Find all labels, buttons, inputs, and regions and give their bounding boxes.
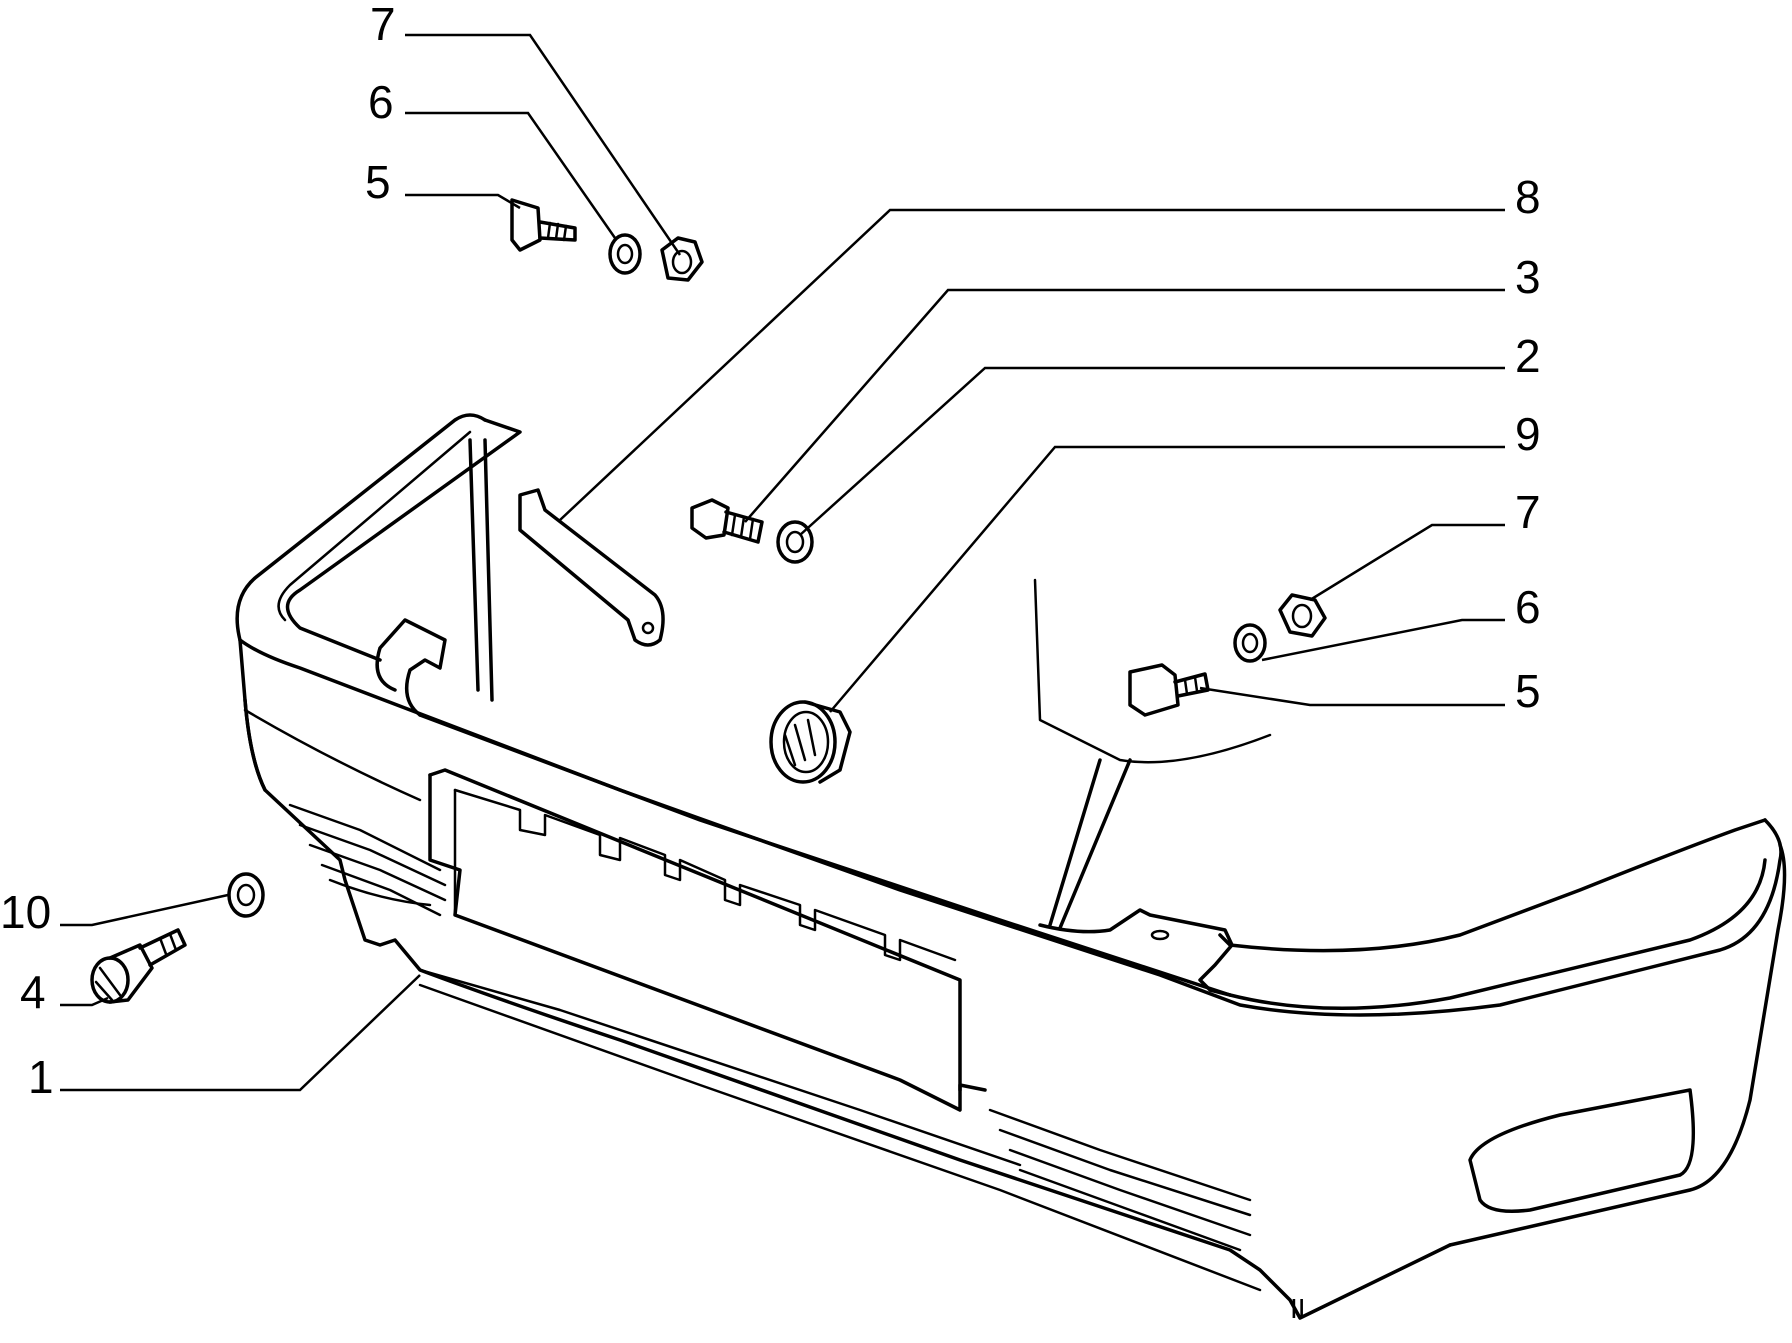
washer-right [1233,623,1267,663]
callout-3: 3 [1515,251,1541,303]
grommet-plug [769,700,852,784]
callout-2: 2 [1515,330,1541,382]
bracket-part [518,488,665,647]
callout-5-right: 5 [1515,665,1541,717]
washer-left [227,872,265,918]
leader-lines [60,33,1505,1092]
part-mark: II [1290,1293,1306,1324]
callout-5-top: 5 [365,156,391,208]
square-head-bolt-right [1128,663,1210,717]
callout-7-top: 7 [370,0,396,50]
callout-4: 4 [20,966,46,1018]
callout-1: 1 [28,1051,54,1103]
washer-top [608,233,642,275]
callout-10: 10 [0,886,51,938]
callout-9: 9 [1515,408,1541,460]
nut-right [1278,593,1327,638]
hex-bolt [690,498,764,544]
washer-middle [776,520,814,564]
nut-top [660,236,704,282]
callout-6-right: 6 [1515,581,1541,633]
callout-7-right: 7 [1515,486,1541,538]
callout-8: 8 [1515,171,1541,223]
callout-6-top: 6 [368,76,394,128]
square-head-bolt-top [510,198,577,252]
bumper-cover [235,413,1787,1320]
cap-screw [90,928,187,1004]
callout-labels: 7 6 5 8 3 2 9 7 6 5 10 4 1 II [0,0,1541,1324]
